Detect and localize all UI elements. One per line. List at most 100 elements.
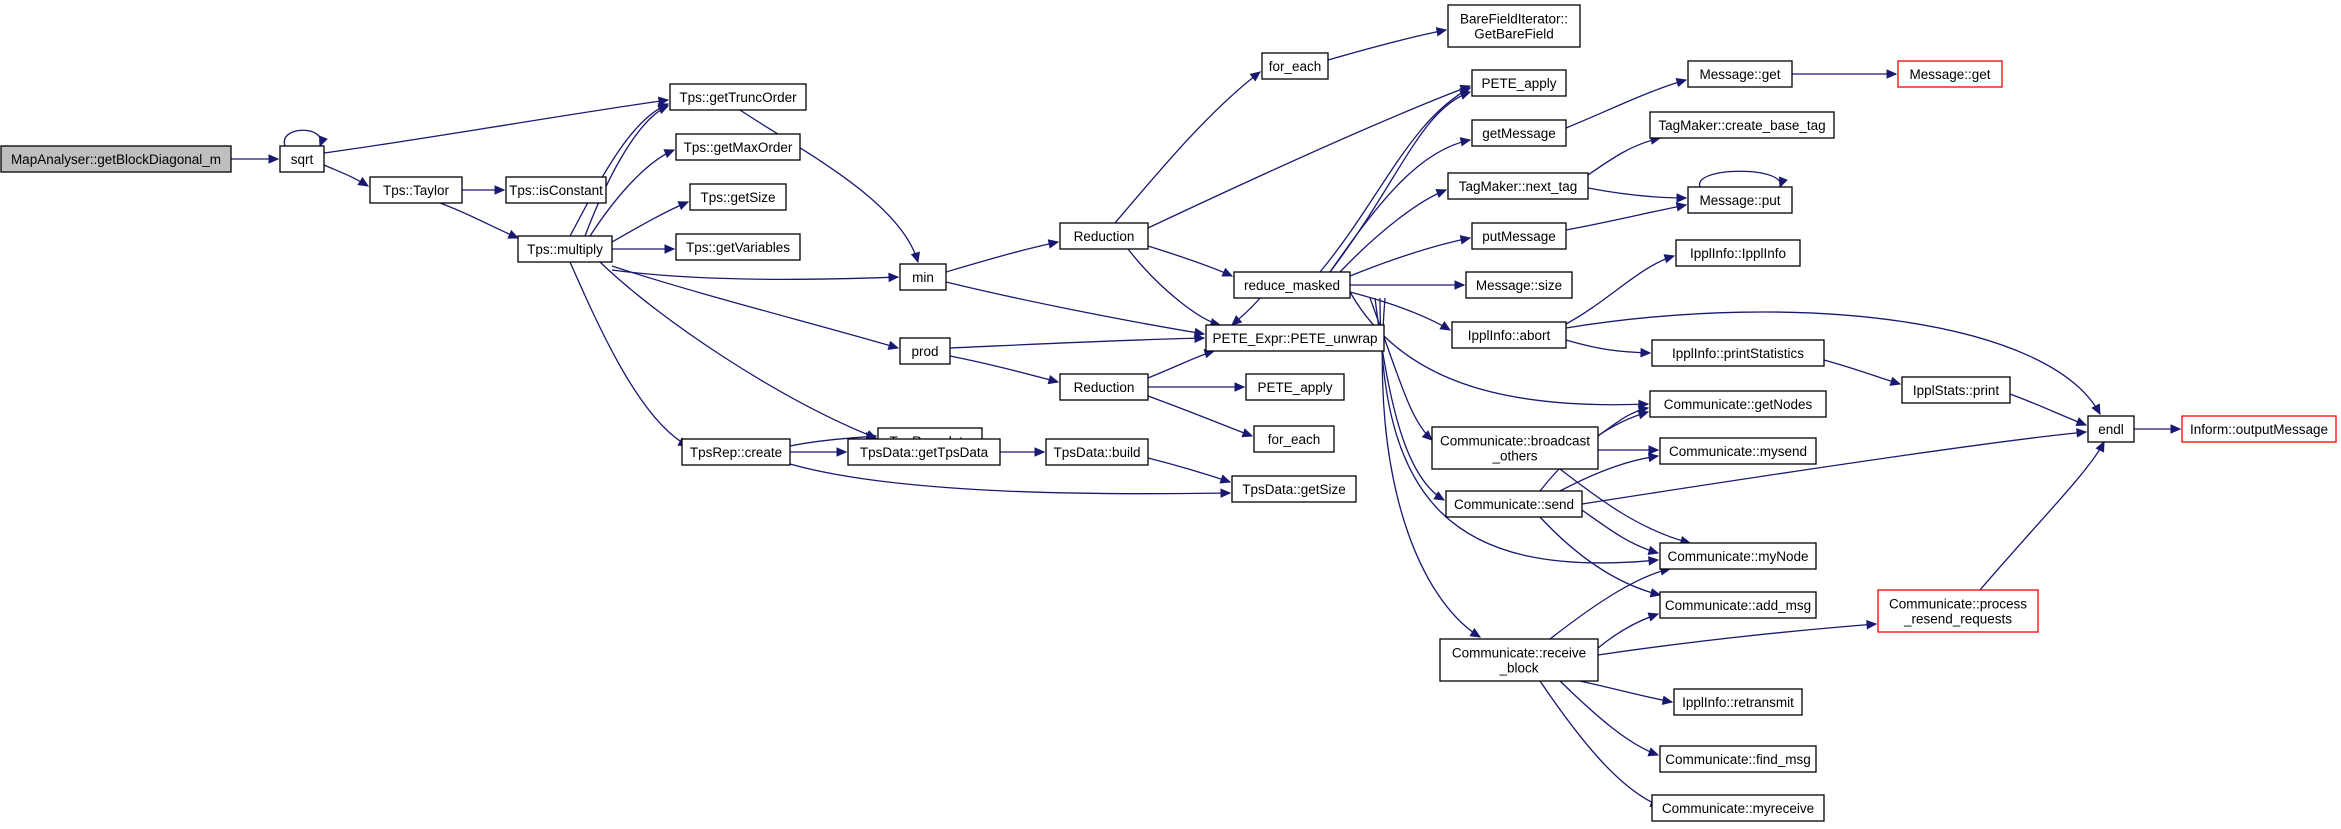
node-getMessage[interactable]: getMessage [1471, 119, 1567, 147]
node-box [681, 438, 791, 466]
node-ipplInfoCtor[interactable]: IpplInfo::IpplInfo [1675, 239, 1801, 267]
node-label: _others [1491, 449, 1537, 464]
edge-reduceMasked-to-broadcastOthers [1369, 297, 1433, 441]
edge-root-to-sqrt [231, 154, 280, 164]
edge-tpsRepCreate-to-getTpsData [790, 447, 848, 457]
node-label: IpplInfo::abort [1468, 328, 1551, 343]
node-root[interactable]: MapAnalyser::getBlockDiagonal_m [0, 145, 232, 173]
node-taylor[interactable]: Tps::Taylor [369, 176, 463, 204]
node-box [1897, 60, 2003, 88]
node-reduction1[interactable]: Reduction [1059, 222, 1149, 250]
node-box [899, 263, 947, 291]
node-processResend[interactable]: Communicate::process_resend_requests [1877, 589, 2039, 633]
edge-reduction1-to-reduceMasked [1147, 245, 1234, 277]
node-reduction2[interactable]: Reduction [1059, 373, 1149, 401]
edge-multiply-to-prod [611, 265, 900, 350]
node-messageGet[interactable]: Message::get [1687, 60, 1793, 88]
node-getVariables[interactable]: Tps::getVariables [675, 233, 801, 261]
node-tpsDataBuild[interactable]: TpsData::build [1045, 438, 1149, 466]
node-box [1901, 376, 2011, 404]
node-send[interactable]: Communicate::send [1445, 490, 1583, 518]
node-box [1205, 324, 1385, 352]
node-ipplStatsPrint[interactable]: IpplStats::print [1901, 376, 2011, 404]
node-label: TagMaker::next_tag [1459, 179, 1578, 194]
edge-reduction2-to-forEach2 [1147, 395, 1254, 438]
node-box [1045, 438, 1149, 466]
node-box [1659, 745, 1817, 773]
node-addMsg[interactable]: Communicate::add_msg [1659, 591, 1817, 619]
node-label: Inform::outputMessage [2190, 422, 2328, 437]
node-label: for_each [1269, 59, 1322, 74]
node-label: Communicate::myNode [1667, 549, 1808, 564]
node-label: endl [2098, 422, 2124, 437]
node-retransmit[interactable]: IpplInfo::retransmit [1673, 688, 1803, 716]
node-broadcastOthers[interactable]: Communicate::broadcast_others [1431, 426, 1599, 470]
node-getTpsData[interactable]: TpsData::getTpsData [847, 438, 1001, 466]
node-peteApply2[interactable]: PETE_apply [1245, 373, 1345, 401]
call-edges [231, 27, 2182, 807]
node-mysend[interactable]: Communicate::mysend [1659, 437, 1817, 465]
node-box [1877, 589, 2039, 633]
node-messageSize[interactable]: Message::size [1465, 271, 1573, 299]
node-box [1659, 591, 1817, 619]
node-myreceive[interactable]: Communicate::myreceive [1651, 794, 1825, 822]
node-label: IpplInfo::printStatistics [1672, 346, 1804, 361]
edge-sqrt-to-getTruncOrder [323, 96, 670, 154]
edge-getTruncOrder-to-min [739, 109, 920, 264]
node-putMessage[interactable]: putMessage [1471, 222, 1567, 250]
node-getMaxOrder[interactable]: Tps::getMaxOrder [675, 133, 801, 161]
edge-reduceMasked-to-getNodes [1349, 291, 1650, 410]
node-min[interactable]: min [899, 263, 947, 291]
edge-reduceMasked-to-send [1374, 297, 1446, 501]
node-messageGetRed[interactable]: Message::get [1897, 60, 2003, 88]
node-bareField[interactable]: BareFieldIterator::GetBareField [1447, 4, 1581, 48]
node-tpsRepCreate[interactable]: TpsRep::create [681, 438, 791, 466]
node-label: Tps::getVariables [686, 240, 790, 255]
node-printStatistics[interactable]: IpplInfo::printStatistics [1651, 339, 1825, 367]
edge-messagePut-to-messagePut [1699, 170, 1788, 189]
node-messagePut[interactable]: Message::put [1687, 186, 1793, 214]
node-label: Message::put [1699, 193, 1780, 208]
node-getTruncOrder[interactable]: Tps::getTruncOrder [669, 83, 807, 111]
node-label: min [912, 270, 934, 285]
node-label: Tps::getSize [700, 190, 775, 205]
node-sqrt[interactable]: sqrt [279, 145, 325, 173]
node-getNodes[interactable]: Communicate::getNodes [1649, 390, 1827, 418]
node-ipplAbort[interactable]: IpplInfo::abort [1451, 321, 1567, 349]
node-label: TpsData::getSize [1242, 482, 1346, 497]
node-createBaseTag[interactable]: TagMaker::create_base_tag [1649, 111, 1835, 139]
node-forEach2[interactable]: for_each [1253, 425, 1335, 453]
node-box [2087, 415, 2135, 443]
edge-taylor-to-multiply [439, 202, 520, 239]
edge-reduction2-to-peteUnwrap [1147, 349, 1216, 379]
node-label: Message::size [1476, 278, 1562, 293]
node-multiply[interactable]: Tps::multiply [517, 235, 613, 263]
node-endl[interactable]: endl [2087, 415, 2135, 443]
node-reduceMasked[interactable]: reduce_masked [1233, 271, 1351, 299]
node-box [1471, 69, 1567, 97]
node-peteUnwrap[interactable]: PETE_Expr::PETE_unwrap [1205, 324, 1385, 352]
edge-min-to-peteUnwrap [945, 281, 1206, 338]
node-box [1451, 321, 1567, 349]
node-isConstant[interactable]: Tps::isConstant [505, 176, 607, 204]
node-label: reduce_masked [1244, 278, 1340, 293]
edge-receiveBlock-to-retransmit [1579, 680, 1674, 705]
edge-prod-to-peteUnwrap [949, 333, 1206, 349]
node-label: PETE_apply [1481, 76, 1556, 91]
node-label: for_each [1268, 432, 1321, 447]
edge-taylor-to-isConstant [461, 185, 506, 195]
node-label: PETE_Expr::PETE_unwrap [1212, 331, 1377, 346]
edge-ipplStatsPrint-to-endl [2009, 393, 2088, 427]
node-prod[interactable]: prod [899, 337, 951, 365]
node-tpsDataGetSize[interactable]: TpsData::getSize [1231, 475, 1357, 503]
node-receiveBlock[interactable]: Communicate::receive_block [1439, 638, 1599, 682]
node-outputMessage[interactable]: Inform::outputMessage [2181, 415, 2337, 443]
node-peteApply1[interactable]: PETE_apply [1471, 69, 1567, 97]
node-getSize[interactable]: Tps::getSize [689, 183, 787, 211]
node-findMsg[interactable]: Communicate::find_msg [1659, 745, 1817, 773]
edge-multiply-to-getTruncOrder [569, 103, 670, 237]
node-forEach1[interactable]: for_each [1261, 52, 1329, 80]
node-myNode[interactable]: Communicate::myNode [1659, 542, 1817, 570]
node-label: Communicate::mysend [1669, 444, 1807, 459]
node-nextTag[interactable]: TagMaker::next_tag [1447, 172, 1589, 200]
